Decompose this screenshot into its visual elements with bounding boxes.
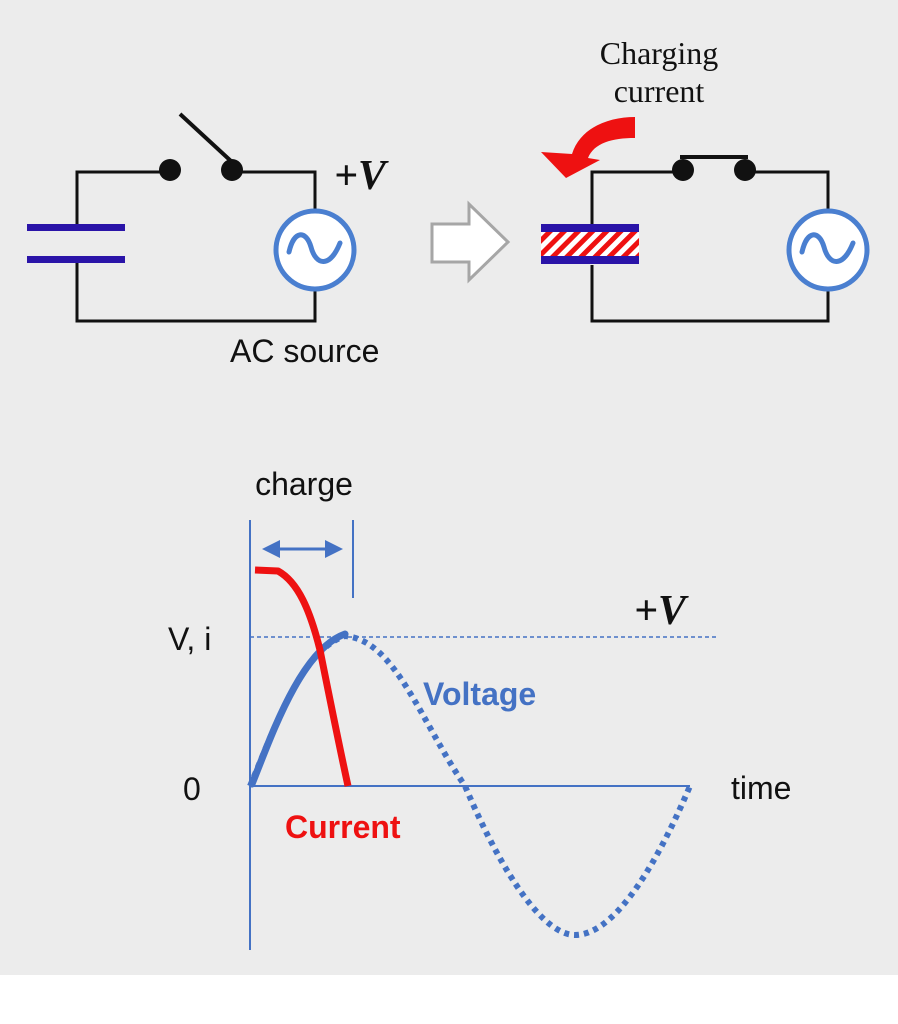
current-curve [254,566,352,787]
voltage-label: Voltage [423,676,536,712]
right-circuit: Charging current [541,35,870,323]
peak-level-label: +V [634,588,689,634]
ac-source-label: AC source [230,333,379,369]
left-voltage-label: +V [334,153,389,199]
charge-interval-arrow [262,540,343,558]
closed-switch [672,155,756,181]
diagram-canvas: +V AC source Charging current [0,0,898,975]
zero-label: 0 [183,771,201,807]
left-circuit-wire [75,170,317,323]
waveform-graph: charge V, i 0 time +V Voltage Current [168,466,791,950]
charge-label: charge [255,466,353,502]
left-circuit: +V AC source [27,112,389,369]
charging-label-line1: Charging [600,35,719,71]
curved-red-arrow-icon [541,117,635,178]
right-circuit-wire [590,170,830,323]
charging-capacitor [541,224,639,264]
ac-source-right-icon [786,208,870,292]
voltage-solid-curve [248,630,349,788]
left-capacitor [27,224,125,263]
current-label: Current [285,809,401,845]
charging-label-line2: current [614,73,705,109]
time-label: time [731,770,791,806]
voltage-dotted-curve [247,632,693,939]
open-switch [159,112,243,181]
y-axis-label: V, i [168,621,211,657]
ac-source-icon [273,208,357,292]
outline-right-arrow-icon [430,200,511,284]
